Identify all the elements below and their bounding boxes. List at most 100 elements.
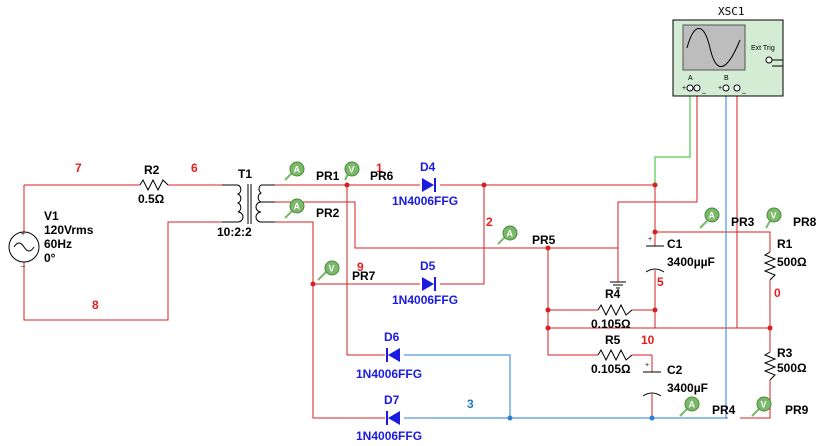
c2-value: 3400µF bbox=[667, 381, 708, 395]
net-label-8: 8 bbox=[92, 298, 99, 312]
net-label-3: 3 bbox=[467, 397, 474, 411]
oscilloscope-waveform bbox=[686, 28, 741, 68]
v1-phase: 0° bbox=[44, 251, 56, 265]
pr2-symbol: A bbox=[294, 202, 301, 212]
d7-model: 1N4006FFG bbox=[356, 429, 422, 443]
pr6-symbol: V bbox=[349, 165, 355, 175]
channel-a-plus-terminal[interactable] bbox=[686, 84, 694, 92]
resistor-r4[interactable]: R4 0.105Ω bbox=[591, 287, 633, 331]
pr1-symbol: A bbox=[294, 165, 301, 175]
probe-pr8[interactable]: V PR8 bbox=[765, 207, 817, 229]
probe-pr7[interactable]: V PR7 bbox=[317, 260, 376, 283]
net-label-5: 5 bbox=[657, 275, 664, 289]
channel-a-plus-sign: + bbox=[682, 85, 686, 92]
r3-ref-label: R3 bbox=[777, 346, 793, 360]
r2-ref-label: R2 bbox=[144, 163, 160, 177]
ac-source-v1[interactable]: + _ V1 120Vrms 60Hz 0° bbox=[8, 209, 94, 267]
d6-ref-label: D6 bbox=[384, 330, 400, 344]
resistor-r3[interactable]: R3 500Ω bbox=[763, 346, 807, 381]
resistor-r5[interactable]: R5 0.105Ω bbox=[591, 333, 633, 376]
v1-amplitude: 120Vrms bbox=[44, 223, 94, 237]
ext-trig-terminal[interactable] bbox=[765, 56, 773, 64]
v1-plus-sign: + bbox=[21, 231, 25, 238]
probe-pr5[interactable]: A PR5 bbox=[497, 225, 556, 247]
diode-d6[interactable]: D6 1N4006FFG bbox=[356, 330, 422, 381]
c1-value: 3400µµF bbox=[667, 255, 715, 269]
pr6-ref-label: PR6 bbox=[370, 169, 394, 183]
r2-value: 0.5Ω bbox=[138, 192, 165, 206]
oscilloscope-screen bbox=[682, 24, 746, 71]
net-labels: 7 6 8 1 2 9 5 0 10 3 bbox=[75, 161, 781, 411]
r1-value: 500Ω bbox=[777, 255, 807, 269]
channel-a-label: A bbox=[688, 75, 693, 82]
d5-ref-label: D5 bbox=[420, 259, 436, 273]
net-label-10: 10 bbox=[641, 333, 655, 347]
r1-ref-label: R1 bbox=[777, 237, 793, 251]
resistor-r1[interactable]: R1 500Ω bbox=[763, 237, 807, 281]
channel-b-plus-terminal[interactable] bbox=[722, 84, 730, 92]
pr3-ref-label: PR3 bbox=[731, 215, 755, 229]
junction-dots bbox=[310, 182, 773, 421]
diode-d5[interactable]: D5 1N4006FFG bbox=[392, 259, 458, 307]
pr9-ref-label: PR9 bbox=[785, 403, 809, 417]
probe-pr3[interactable]: A PR3 bbox=[699, 207, 755, 229]
diode-d4[interactable]: D4 1N4006FFG bbox=[392, 160, 458, 208]
ext-trig-label: Ext Trig bbox=[751, 45, 775, 52]
blue-wires bbox=[404, 90, 728, 419]
d7-ref-label: D7 bbox=[384, 393, 400, 407]
r4-value: 0.105Ω bbox=[591, 317, 631, 331]
probe-pr2[interactable]: A PR2 bbox=[284, 198, 340, 220]
pr9-symbol: V bbox=[761, 400, 767, 410]
transformer-t1[interactable]: T1 10:2:2 bbox=[217, 167, 275, 239]
pr7-symbol: V bbox=[329, 264, 335, 274]
net-label-6: 6 bbox=[191, 161, 198, 175]
pr7-ref-label: PR7 bbox=[352, 269, 376, 283]
pr8-ref-label: PR8 bbox=[793, 215, 817, 229]
ground-symbol bbox=[610, 281, 626, 289]
oscilloscope-ref-label: XSC1 bbox=[718, 5, 745, 18]
channel-b-minus-terminal[interactable] bbox=[733, 84, 741, 92]
pr2-ref-label: PR2 bbox=[316, 206, 340, 220]
probe-pr1[interactable]: A PR1 bbox=[284, 161, 340, 183]
t1-ratio: 10:2:2 bbox=[217, 225, 252, 239]
d6-model: 1N4006FFG bbox=[356, 367, 422, 381]
pr1-ref-label: PR1 bbox=[316, 169, 340, 183]
capacitor-c2[interactable]: + C2 3400µF bbox=[642, 362, 708, 397]
d5-model: 1N4006FFG bbox=[392, 293, 458, 307]
channel-a-minus-terminal[interactable] bbox=[693, 84, 701, 92]
v1-frequency: 60Hz bbox=[44, 237, 72, 251]
channel-b-label: B bbox=[724, 75, 729, 82]
c2-plus-sign: + bbox=[645, 362, 649, 369]
d4-model: 1N4006FFG bbox=[392, 194, 458, 208]
diode-d7[interactable]: D7 1N4006FFG bbox=[356, 393, 422, 443]
probe-pr6[interactable]: V PR6 bbox=[344, 161, 394, 183]
d4-ref-label: D4 bbox=[420, 160, 436, 174]
probe-pr4[interactable]: A PR4 bbox=[679, 396, 736, 417]
c1-ref-label: C1 bbox=[667, 237, 683, 251]
c1-plus-sign: + bbox=[648, 236, 652, 243]
probe-pr9[interactable]: V PR9 bbox=[751, 396, 809, 417]
pr5-symbol: A bbox=[507, 229, 514, 239]
pr8-symbol: V bbox=[771, 211, 777, 221]
channel-b-minus-sign: _ bbox=[741, 87, 746, 94]
resistor-r2[interactable]: R2 0.5Ω bbox=[138, 163, 169, 206]
net-label-7: 7 bbox=[75, 161, 82, 175]
pr4-ref-label: PR4 bbox=[712, 403, 736, 417]
red-wires bbox=[23, 90, 771, 419]
r5-ref-label: R5 bbox=[605, 333, 621, 347]
v1-minus-sign: _ bbox=[20, 260, 25, 267]
oscilloscope-xsc1[interactable]: XSC1 Ext Trig A B + _ + _ bbox=[672, 5, 784, 97]
capacitor-c1[interactable]: + C1 3400µµF bbox=[645, 236, 715, 273]
net-label-2: 2 bbox=[486, 215, 493, 229]
channel-b-plus-sign: + bbox=[718, 85, 722, 92]
r5-value: 0.105Ω bbox=[591, 362, 631, 376]
net-label-0: 0 bbox=[774, 286, 781, 300]
pr3-symbol: A bbox=[709, 211, 716, 221]
c2-ref-label: C2 bbox=[667, 363, 683, 377]
green-wires bbox=[654, 90, 691, 185]
pr4-symbol: A bbox=[689, 400, 696, 410]
v1-ref-label: V1 bbox=[44, 209, 59, 223]
channel-a-minus-sign: _ bbox=[701, 87, 706, 94]
net-label-1: 1 bbox=[376, 161, 383, 175]
